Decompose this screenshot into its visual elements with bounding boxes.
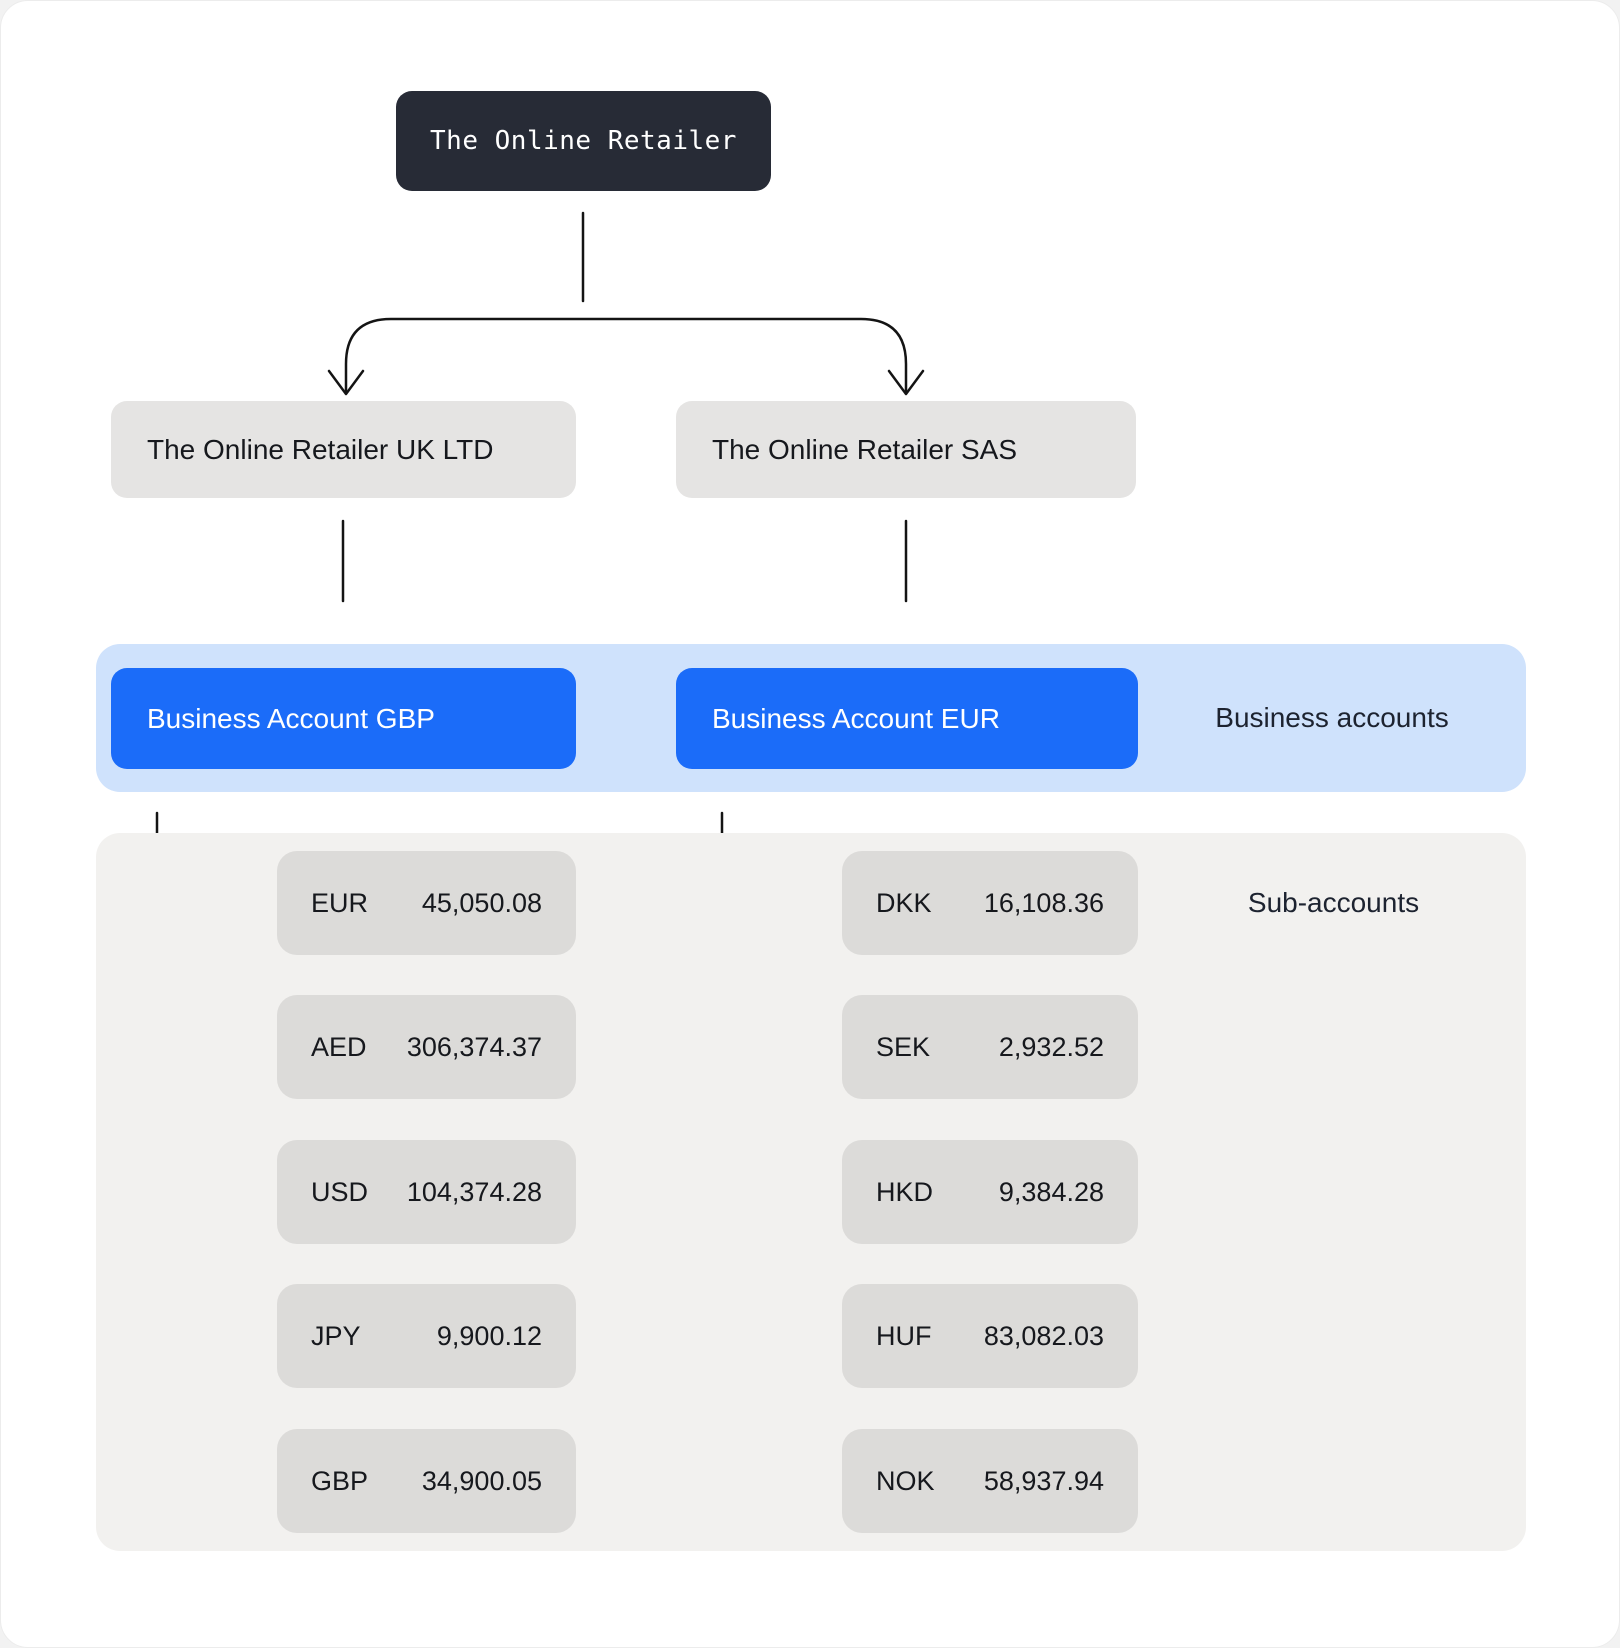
currency-amount: 34,900.05 (421, 1465, 542, 1496)
root-company-label: The Online Retailer (430, 126, 737, 156)
currency-amount: 104,374.28 (406, 1176, 542, 1207)
currency-code: AED (311, 1031, 367, 1062)
company-node-uk[interactable]: The Online Retailer UK LTD (111, 401, 576, 498)
business-account-eur-label: Business Account EUR (712, 702, 1000, 734)
arrowhead-left-icon (327, 369, 365, 396)
sub-account-row-eur-huf[interactable]: HUF 83,082.03 (842, 1284, 1138, 1388)
sub-account-row-gbp-aed[interactable]: AED 306,374.37 (277, 995, 576, 1099)
business-account-gbp-button[interactable]: Business Account GBP (111, 668, 576, 769)
currency-code: HUF (876, 1320, 932, 1351)
currency-code: EUR (311, 887, 369, 918)
sub-account-row-gbp-usd[interactable]: USD 104,374.28 (277, 1140, 576, 1244)
sub-accounts-group-label: Sub-accounts (1141, 851, 1526, 955)
sub-account-row-eur-hkd[interactable]: HKD 9,384.28 (842, 1140, 1138, 1244)
currency-code: SEK (876, 1031, 931, 1062)
currency-code: USD (311, 1176, 369, 1207)
root-company-node[interactable]: The Online Retailer (396, 91, 771, 191)
currency-amount: 58,937.94 (983, 1465, 1104, 1496)
currency-amount: 45,050.08 (421, 887, 542, 918)
currency-code: HKD (876, 1176, 934, 1207)
sub-account-row-eur-nok[interactable]: NOK 58,937.94 (842, 1429, 1138, 1533)
currency-amount: 9,384.28 (998, 1176, 1104, 1207)
business-accounts-group-label-text: Business accounts (1215, 702, 1449, 733)
sub-accounts-group-label-text: Sub-accounts (1247, 887, 1420, 918)
company-sas-label: The Online Retailer SAS (712, 433, 1018, 465)
business-account-eur-button[interactable]: Business Account EUR (676, 668, 1138, 769)
company-uk-label: The Online Retailer UK LTD (147, 433, 494, 465)
sub-account-row-gbp-gbp[interactable]: GBP 34,900.05 (277, 1429, 576, 1533)
sub-account-row-gbp-jpy[interactable]: JPY 9,900.12 (277, 1284, 576, 1388)
currency-amount: 9,900.12 (436, 1320, 542, 1351)
connector-branch (344, 317, 908, 393)
sub-account-row-gbp-eur[interactable]: EUR 45,050.08 (277, 851, 576, 955)
currency-amount: 16,108.36 (983, 887, 1104, 918)
currency-code: NOK (876, 1465, 935, 1496)
currency-code: DKK (876, 887, 932, 918)
currency-amount: 2,932.52 (998, 1031, 1104, 1062)
sub-account-row-eur-sek[interactable]: SEK 2,932.52 (842, 995, 1138, 1099)
arrowhead-right-icon (887, 369, 925, 396)
currency-amount: 306,374.37 (406, 1031, 542, 1062)
sub-account-row-eur-dkk[interactable]: DKK 16,108.36 (842, 851, 1138, 955)
currency-amount: 83,082.03 (983, 1320, 1104, 1351)
business-accounts-group-label: Business accounts (1138, 644, 1526, 792)
currency-code: GBP (311, 1465, 369, 1496)
business-account-gbp-label: Business Account GBP (147, 702, 435, 734)
currency-code: JPY (311, 1320, 361, 1351)
company-node-sas[interactable]: The Online Retailer SAS (676, 401, 1136, 498)
